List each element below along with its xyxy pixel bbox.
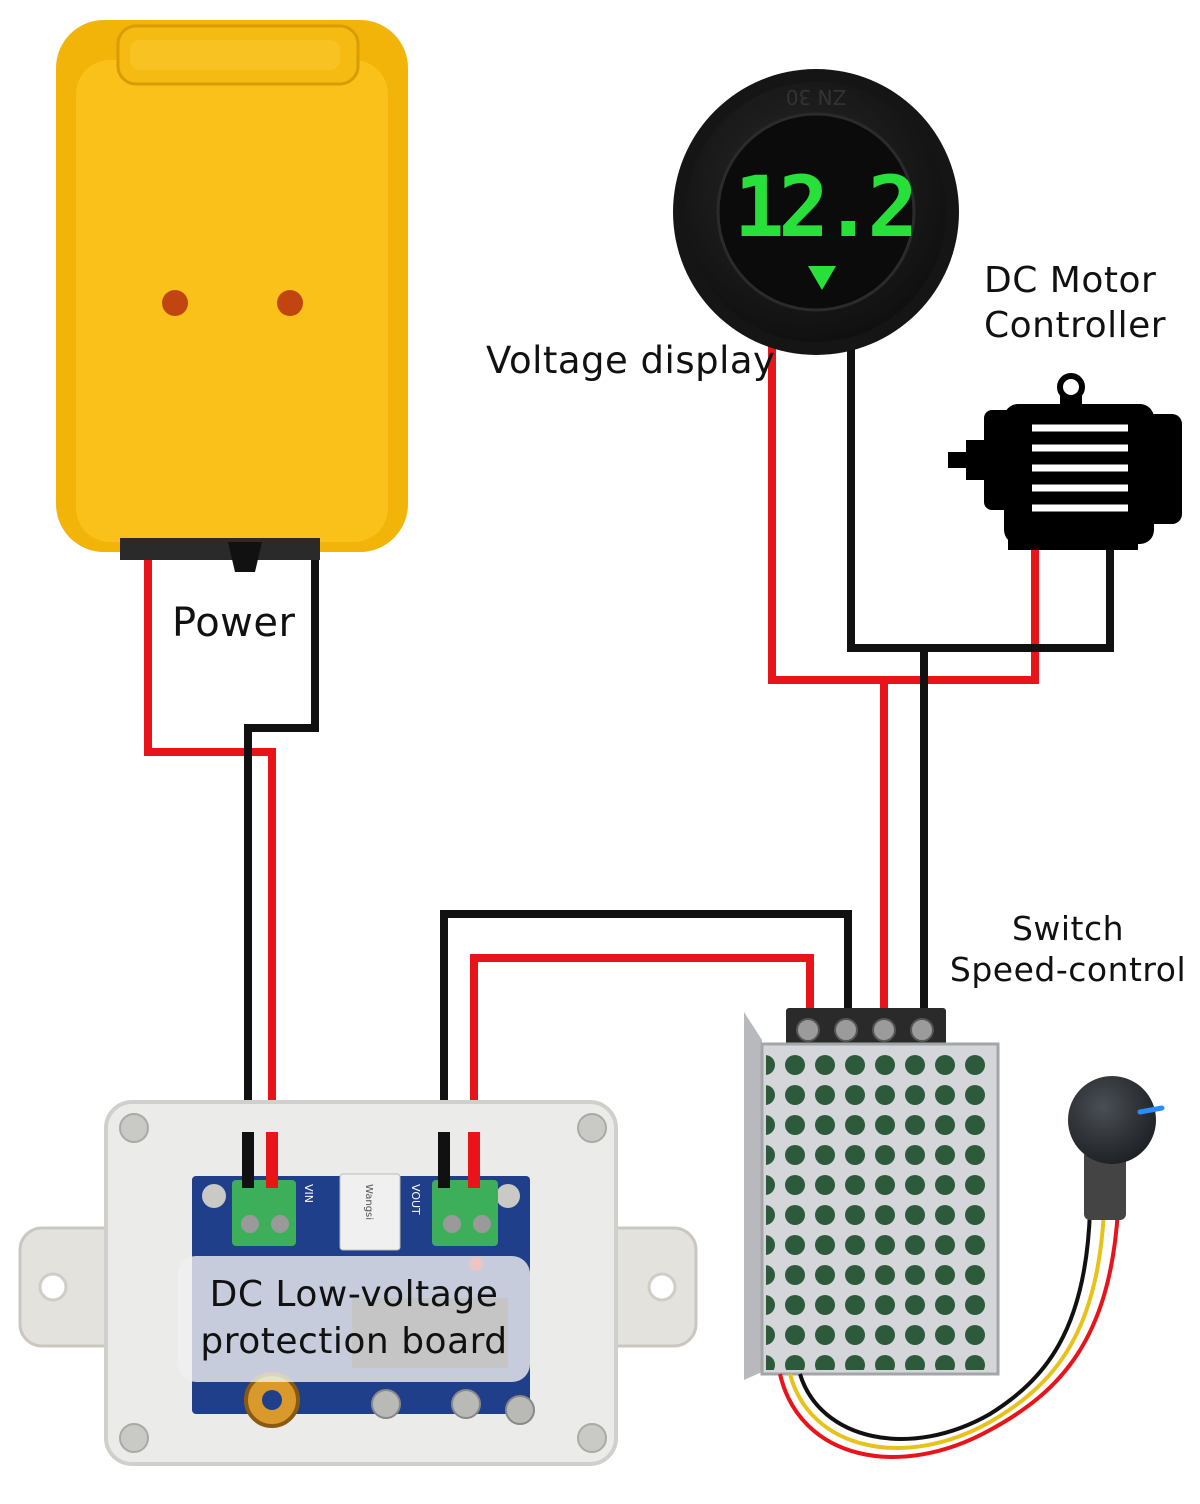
switch-speed-control-label: Switch Speed-control: [948, 908, 1188, 991]
wire-voltmeter-black: [847, 345, 1114, 652]
motor-label-line2: Controller: [984, 305, 1167, 346]
motor-icon: [948, 373, 1182, 550]
switch-label-line2: Speed-control: [949, 950, 1187, 990]
wire-battery-black: [244, 548, 319, 1132]
battery-adapter: [56, 20, 408, 572]
board-label-line2: protection board: [200, 1320, 508, 1362]
motor-label-line1: DC Motor: [984, 260, 1157, 301]
protection-board-label: DC Low-voltage protection board: [182, 1272, 526, 1366]
wire-board-red-out: [470, 954, 814, 1132]
relay-label: Wangsi: [363, 1184, 374, 1220]
voltmeter-reading: 12.2: [734, 158, 912, 256]
wires: [144, 345, 1114, 1132]
vout-label: VOUT: [409, 1184, 422, 1215]
speed-controller: [744, 1008, 1120, 1459]
power-label: Power: [172, 600, 296, 646]
voltmeter-brand: ZN 30: [786, 85, 846, 109]
vin-label: VIN: [302, 1184, 315, 1203]
voltmeter-unit-icon: [808, 266, 836, 290]
wire-voltmeter-red: [768, 345, 1039, 684]
wire-board-black-out: [440, 910, 852, 1132]
voltmeter: ZN 30 12.2: [673, 69, 959, 355]
board-label-background: [178, 1256, 530, 1382]
motor-controller-label: DC Motor Controller: [984, 258, 1166, 348]
wire-battery-red: [144, 552, 276, 1132]
speed-knob: [1068, 1076, 1165, 1220]
switch-label-line1: Switch: [1011, 909, 1125, 948]
board-label-line1: DC Low-voltage: [209, 1274, 499, 1315]
voltage-display-label: Voltage display: [486, 339, 776, 382]
